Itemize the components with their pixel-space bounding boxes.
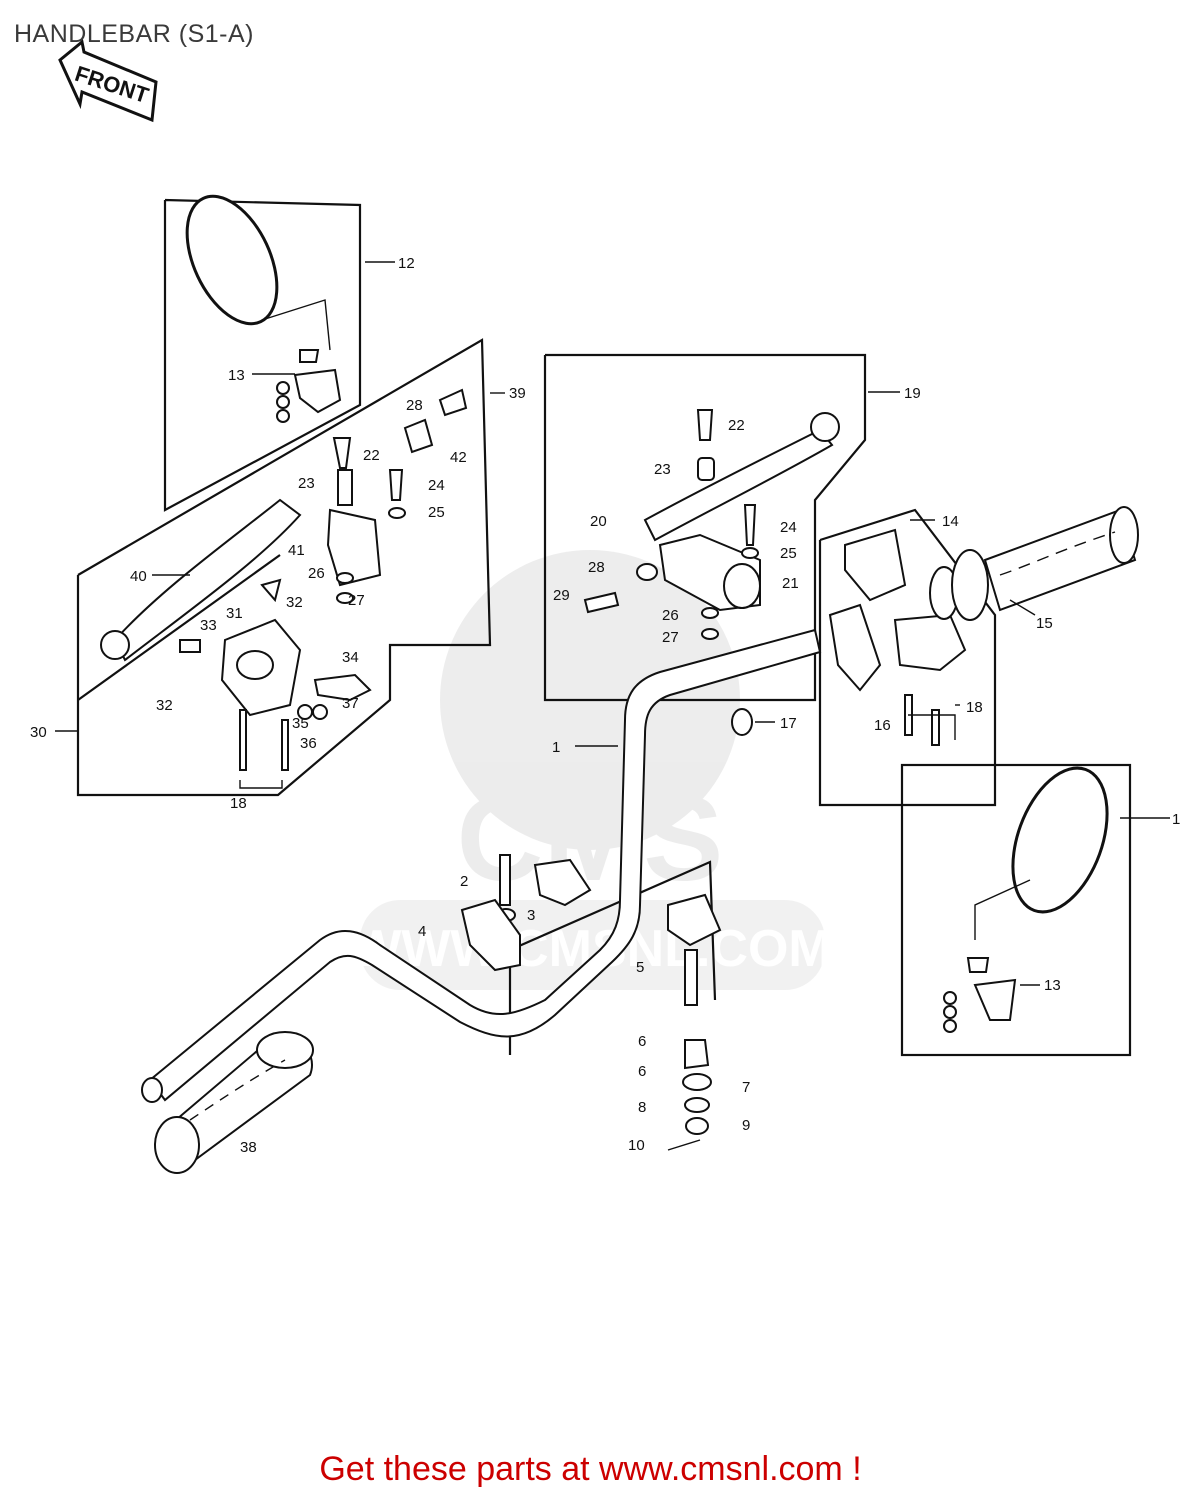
callout-2: 2	[460, 873, 468, 890]
left-mirror-icon	[185, 194, 342, 423]
callout-8: 8	[638, 1099, 646, 1116]
riser-bolt-icon	[667, 893, 722, 1151]
callout-27b: 27	[662, 629, 679, 646]
front-arrow-icon: FRONT	[58, 39, 158, 123]
callout-17: 17	[780, 715, 797, 732]
callout-25b: 25	[780, 545, 797, 562]
callout-37: 37	[342, 695, 359, 712]
right-mirror-icon	[943, 766, 1109, 1033]
callout-23: 23	[298, 475, 315, 492]
callout-38: 38	[240, 1139, 257, 1156]
callout-32b: 32	[156, 697, 173, 714]
callout-1: 1	[552, 739, 560, 756]
callout-28: 28	[406, 397, 423, 414]
callout-32a: 32	[286, 594, 303, 611]
callout-42: 42	[450, 449, 467, 466]
callouts: 12 13 39 28 42 22 23 24 25 41 26 27 40 3…	[30, 255, 1180, 1156]
callout-26: 26	[308, 565, 325, 582]
callout-13: 13	[228, 367, 245, 384]
callout-28b: 28	[588, 559, 605, 576]
throttle-grip-icon	[828, 506, 1139, 746]
callout-18a: 18	[230, 795, 247, 812]
callout-29: 29	[553, 587, 570, 604]
callout-3: 3	[527, 907, 535, 924]
left-lever-divider	[77, 554, 281, 701]
callout-15: 15	[1036, 615, 1053, 632]
callout-13b: 13	[1044, 977, 1061, 994]
callout-14: 14	[942, 513, 959, 530]
callout-34: 34	[342, 649, 359, 666]
callout-12: 12	[398, 255, 415, 272]
callout-22: 22	[363, 447, 380, 464]
callout-31: 31	[226, 605, 243, 622]
footer-link[interactable]: Get these parts at www.cmsnl.com !	[319, 1450, 862, 1488]
throttle-panel	[818, 508, 997, 807]
exploded-parts-diagram: CMS WWW.CMSNL.COM FRONT	[30, 39, 1180, 1174]
callout-19: 19	[904, 385, 921, 402]
callout-5: 5	[636, 959, 644, 976]
handlebar-clamp-icon	[460, 854, 592, 972]
callout-24b: 24	[780, 519, 797, 536]
callout-40: 40	[130, 568, 147, 585]
left-clutch-lever-icon	[100, 388, 468, 662]
left-switch-housing-icon	[179, 578, 372, 771]
callout-22b: 22	[728, 417, 745, 434]
callout-36: 36	[300, 735, 317, 752]
page-title: HANDLEBAR (S1-A)	[14, 20, 254, 48]
callout-33: 33	[200, 617, 217, 634]
callout-41: 41	[288, 542, 305, 559]
callout-30: 30	[30, 724, 47, 741]
callout-35: 35	[292, 715, 309, 732]
callout-25: 25	[428, 504, 445, 521]
callout-10: 10	[628, 1137, 645, 1154]
callout-24: 24	[428, 477, 445, 494]
callout-20: 20	[590, 513, 607, 530]
callout-6a: 6	[638, 1033, 646, 1050]
callout-1b: 1	[1172, 811, 1180, 828]
callout-4: 4	[418, 923, 426, 940]
leader-lines	[55, 261, 1170, 986]
mirror-left-panel	[163, 198, 362, 512]
right-lever-panel	[543, 353, 867, 702]
callout-9: 9	[742, 1117, 750, 1134]
left-lever-panel	[76, 338, 492, 797]
callout-39: 39	[509, 385, 526, 402]
callout-27: 27	[348, 592, 365, 609]
right-brake-lever-icon	[583, 409, 840, 640]
ring-icon	[731, 708, 753, 736]
watermark-logo-text: CMS	[457, 772, 724, 906]
handlebar-icon	[141, 628, 822, 1103]
callout-26b: 26	[662, 607, 679, 624]
callout-21: 21	[782, 575, 799, 592]
callout-7: 7	[742, 1079, 750, 1096]
callout-18b: 18	[966, 699, 983, 716]
callout-23b: 23	[654, 461, 671, 478]
callout-6b: 6	[638, 1063, 646, 1080]
left-grip-icon	[154, 1031, 314, 1174]
callout-16: 16	[874, 717, 891, 734]
mirror-right-panel	[900, 763, 1132, 1057]
